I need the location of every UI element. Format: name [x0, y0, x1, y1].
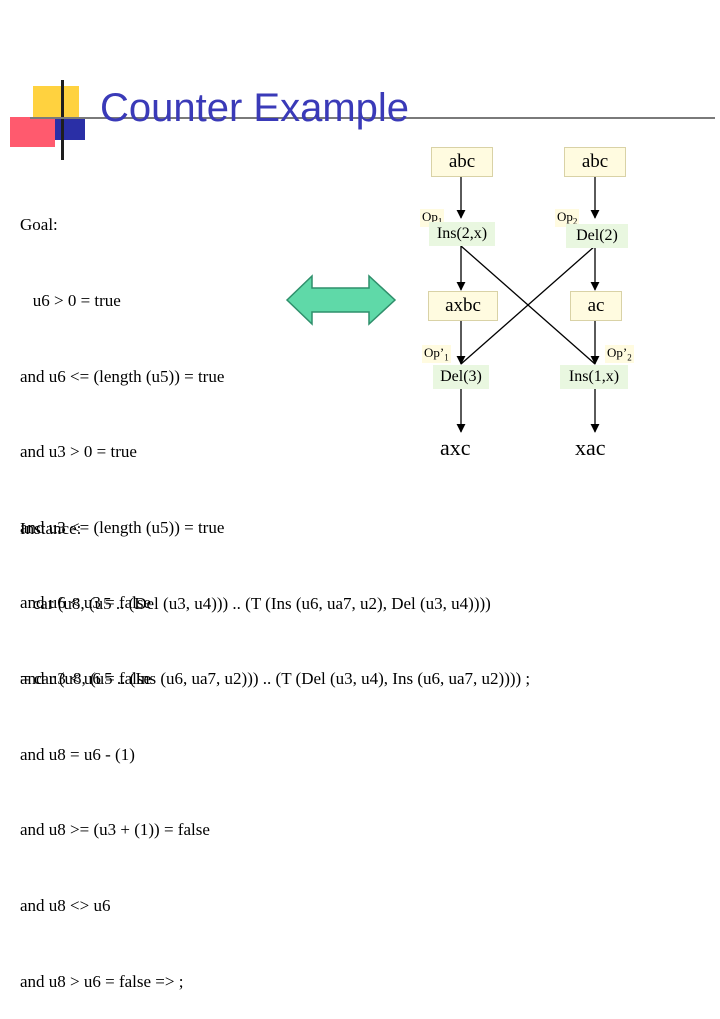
instance-line: car (u8, (u5 .. (Del (u3, u4))) .. (T (I…: [20, 594, 491, 613]
cross-line-right-op-to-left-mid: [460, 245, 596, 365]
right-op-box: Del(2): [566, 224, 628, 248]
goal-line: and u3 > 0 = true: [20, 442, 137, 462]
right-mid-state-box: ac: [570, 291, 622, 321]
right-op2-box: Ins(1,x): [560, 365, 628, 389]
instance-line: = car (u8, (u5 .. (Ins (u6, ua7, u2))) .…: [20, 669, 531, 688]
left-top-state-box: abc: [431, 147, 493, 177]
left-op2-label: Op’1: [422, 345, 451, 363]
equivalence-double-arrow: [285, 274, 397, 326]
left-op2-box: Del(3): [433, 365, 489, 389]
instance-line: Instance:: [20, 519, 82, 538]
title-underline: [30, 117, 715, 119]
instance-block: Instance: car (u8, (u5 .. (Del (u3, u4))…: [20, 466, 530, 716]
goal-line: and u6 <= (length (u5)) = true: [20, 366, 225, 386]
right-top-state-box: abc: [564, 147, 626, 177]
right-bottom-state: xac: [575, 435, 606, 460]
left-op-box: Ins(2,x): [429, 222, 495, 246]
goal-line: and u8 >= (u3 + (1)) = false: [20, 820, 210, 840]
left-bottom-state: axc: [440, 435, 471, 460]
goal-line: and u8 > u6 = false => ;: [20, 971, 184, 991]
goal-line: and u8 <> u6: [20, 895, 111, 915]
diagram-connectors: [285, 175, 600, 433]
goal-line: and u3 <= (length (u5)) = true: [20, 517, 225, 537]
decor-red-square: [10, 117, 55, 147]
slide-title: Counter Example: [100, 86, 410, 130]
goal-line: Goal:: [20, 215, 58, 235]
decor-vertical-line: [61, 80, 64, 160]
left-mid-state-box: axbc: [428, 291, 498, 321]
goal-line: and u8 = u6 - (1): [20, 744, 135, 764]
goal-line: u6 > 0 = true: [20, 291, 121, 311]
right-op2-label: Op’2: [605, 345, 634, 363]
right-op-label: Op2: [555, 209, 580, 227]
